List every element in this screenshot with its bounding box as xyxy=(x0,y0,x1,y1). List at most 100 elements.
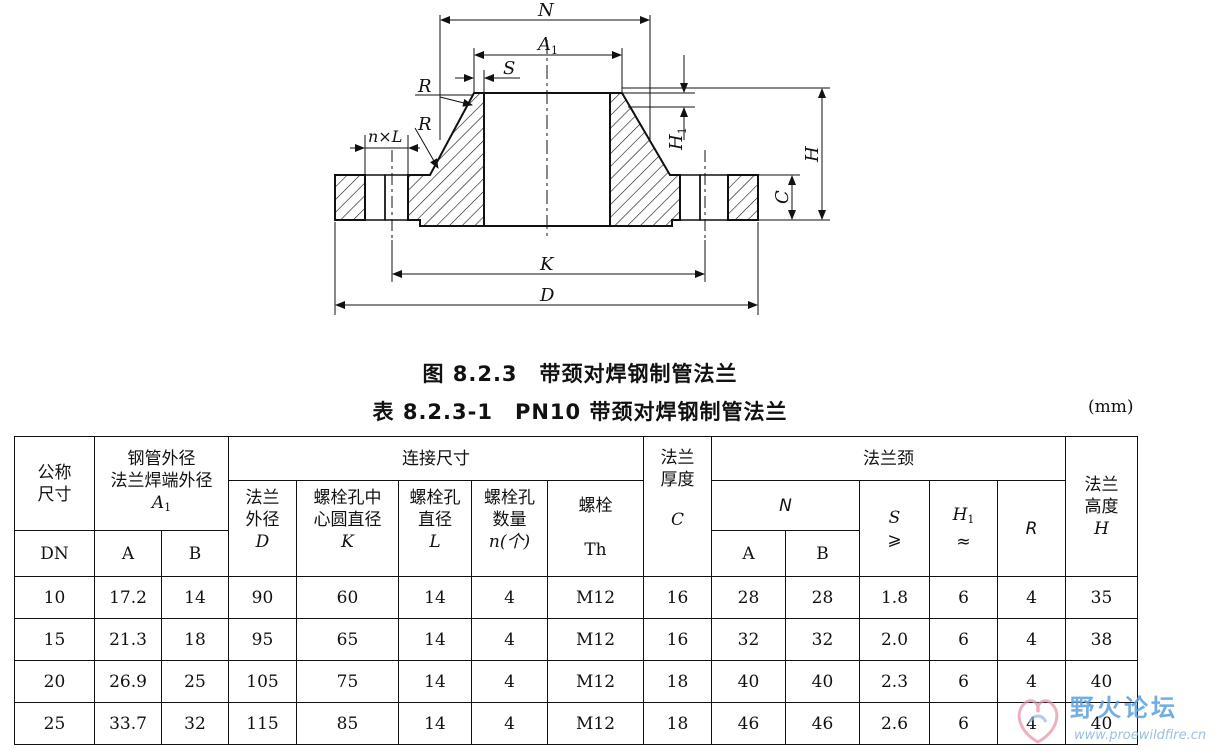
dimension-h xyxy=(622,87,830,221)
table-cell: 28 xyxy=(785,576,860,619)
dimension-a1 xyxy=(473,48,623,92)
table-cell: 2.3 xyxy=(859,660,930,703)
table-cell: 35 xyxy=(1065,576,1138,619)
watermark-text: 野火论坛 xyxy=(1070,694,1178,722)
label-h1: H1 xyxy=(666,127,689,151)
table-cell: 17.2 xyxy=(94,576,162,619)
table-cell: 14 xyxy=(161,576,229,619)
table-cell: 16 xyxy=(643,576,712,619)
table-cell: 4 xyxy=(471,576,548,619)
table-cell: 85 xyxy=(296,702,399,745)
label-c: C xyxy=(772,190,793,204)
table-cell: M12 xyxy=(547,618,644,661)
table-cell: 4 xyxy=(471,660,548,703)
header-height: 法兰 高度 H xyxy=(1065,436,1138,577)
figure-caption: 图 8.2.3 带颈对焊钢制管法兰 xyxy=(422,362,738,386)
dimension-h1 xyxy=(622,55,695,140)
table-cell: M12 xyxy=(547,660,644,703)
table-cell: 18 xyxy=(643,702,712,745)
header-pipe-od: 钢管外径 法兰焊端外径 A1 xyxy=(94,436,229,531)
table-cell: 105 xyxy=(228,660,297,703)
table-cell: 33.7 xyxy=(94,702,162,745)
table-cell: 10 xyxy=(14,576,95,619)
table-cell: 75 xyxy=(296,660,399,703)
label-s: S xyxy=(503,58,515,79)
label-k: K xyxy=(539,254,555,275)
table-cell: 4 xyxy=(471,702,548,745)
table-cell: 38 xyxy=(1065,618,1138,661)
table-cell: 6 xyxy=(929,660,998,703)
header-pipe-b: B xyxy=(161,530,229,577)
table-cell: 40 xyxy=(1065,660,1138,703)
table-cell: 95 xyxy=(228,618,297,661)
table-cell: 2.0 xyxy=(859,618,930,661)
table-cell: 14 xyxy=(398,618,472,661)
table-cell: 6 xyxy=(929,576,998,619)
bore-outline xyxy=(391,40,706,240)
table-cell: 15 xyxy=(14,618,95,661)
header-neck-b: B xyxy=(785,530,860,577)
table-cell: 26.9 xyxy=(94,660,162,703)
table-cell: 18 xyxy=(643,660,712,703)
table-cell: 60 xyxy=(296,576,399,619)
table-cell: 21.3 xyxy=(94,618,162,661)
header-neck-r: R xyxy=(997,480,1066,577)
table-cell: 65 xyxy=(296,618,399,661)
table-cell: 115 xyxy=(228,702,297,745)
dimension-d xyxy=(334,222,759,315)
table-cell: 6 xyxy=(929,702,998,745)
table-cell: 1.8 xyxy=(859,576,930,619)
table-cell: 18 xyxy=(161,618,229,661)
label-nxl: n×L xyxy=(368,127,402,146)
header-neck-a: A xyxy=(711,530,786,577)
table-cell: 4 xyxy=(997,618,1066,661)
flange-spec-table: 公称 尺寸 钢管外径 法兰焊端外径 A1 连接尺寸 法兰 厚度 C 法兰颈 法兰… xyxy=(14,436,1138,745)
table-cell: 32 xyxy=(785,618,860,661)
table-cell: 90 xyxy=(228,576,297,619)
label-h: H xyxy=(802,146,823,163)
table-cell: 14 xyxy=(398,660,472,703)
header-neck-s: S ⩾ xyxy=(859,480,930,577)
table-cell: 14 xyxy=(398,702,472,745)
watermark-logo-icon xyxy=(1017,699,1059,744)
label-d: D xyxy=(539,285,555,306)
table-cell: 40 xyxy=(785,660,860,703)
table-cell: 16 xyxy=(643,618,712,661)
header-bolt-count: 螺栓孔 数量 n(个) xyxy=(471,480,548,577)
table-cell: 20 xyxy=(14,660,95,703)
header-connection: 连接尺寸 xyxy=(228,436,644,481)
table-cell: 4 xyxy=(997,660,1066,703)
header-neck: 法兰颈 xyxy=(711,436,1066,481)
table-cell: 40 xyxy=(711,660,786,703)
flange-left-section xyxy=(334,92,485,227)
label-r-top: R xyxy=(417,76,432,97)
header-dn: DN xyxy=(14,530,95,577)
dimension-c xyxy=(758,174,800,220)
header-neck-h1: H1 ≈ xyxy=(929,480,998,577)
table-cell: 25 xyxy=(161,660,229,703)
table-cell: 32 xyxy=(161,702,229,745)
dimension-k xyxy=(391,240,706,282)
table-caption: 表 8.2.3-1 PN10 带颈对焊钢制管法兰 xyxy=(372,400,788,424)
unit-label: (mm) xyxy=(1088,397,1134,417)
label-a1: A1 xyxy=(536,34,558,57)
table-cell: 2.6 xyxy=(859,702,930,745)
table-cell: 28 xyxy=(711,576,786,619)
table-cell: M12 xyxy=(547,702,644,745)
dimension-n xyxy=(439,15,651,140)
header-bolt: 螺栓 Th xyxy=(547,480,644,577)
header-pipe-a: A xyxy=(94,530,162,577)
dimension-s xyxy=(455,70,520,92)
label-r-low: R xyxy=(417,114,432,135)
table-cell: 46 xyxy=(711,702,786,745)
header-bolt-hole: 螺栓孔 直径 L xyxy=(398,480,472,577)
table-cell: 4 xyxy=(471,618,548,661)
header-nominal: 公称 尺寸 xyxy=(14,436,95,531)
header-flange-od: 法兰 外径 D xyxy=(228,480,297,577)
table-cell: 46 xyxy=(785,702,860,745)
dimension-nxl xyxy=(350,135,420,174)
header-thickness: 法兰 厚度 C xyxy=(643,436,712,577)
